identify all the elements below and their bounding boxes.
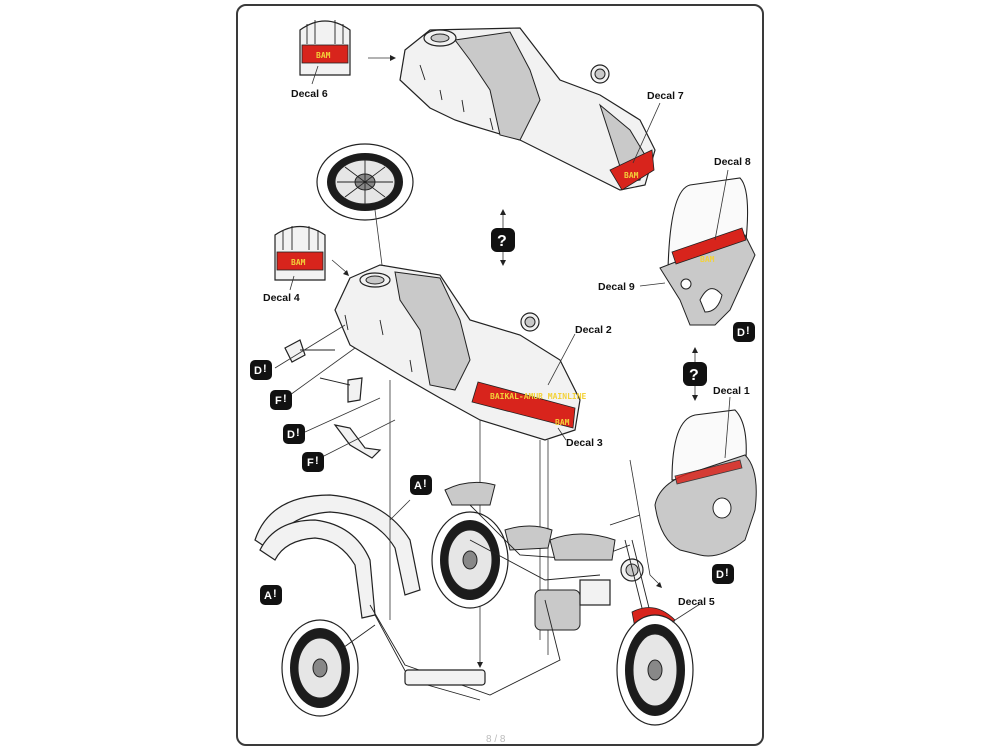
label-decal-2: Decal 2	[575, 324, 612, 336]
option-marker-lower: ?	[683, 347, 707, 401]
decal-2-strip-text: BAIKAL-AMUR MAINLINE	[490, 392, 587, 401]
mount-parts	[284, 339, 382, 459]
badge-a-fender-upper: A !	[410, 475, 432, 495]
sidecar-body-middle: BAM BAIKAL-AMUR MAINLINE	[334, 264, 587, 441]
badge-f-step-1: F !	[270, 390, 292, 410]
label-decal-3: Decal 3	[566, 437, 603, 449]
svg-text:F: F	[307, 457, 314, 469]
label-decal-9: Decal 9	[598, 281, 635, 293]
label-decal-1: Decal 1	[713, 385, 750, 397]
svg-text:!: !	[315, 455, 319, 467]
label-decal-8: Decal 8	[714, 156, 751, 168]
decal-8-bam-text: BAM	[700, 255, 715, 264]
decal-6-bam-text: BAM	[316, 51, 331, 60]
windshield-upper: BAM	[659, 177, 756, 326]
decal-3-bam-text: BAM	[555, 418, 570, 427]
windshield-lower	[654, 409, 757, 557]
label-decal-6: Decal 6	[291, 88, 328, 100]
svg-text:!: !	[725, 567, 729, 579]
badge-d-windshield-lower: D !	[712, 564, 734, 584]
option-marker-lower-text: ?	[689, 367, 699, 384]
spare-wheel	[316, 143, 414, 221]
svg-text:!: !	[296, 427, 300, 439]
svg-text:!: !	[263, 363, 267, 375]
page-number: 8 / 8	[486, 734, 506, 745]
svg-text:D: D	[716, 569, 724, 581]
svg-text:!: !	[423, 478, 427, 490]
label-decal-4: Decal 4	[263, 292, 300, 304]
badge-a-fender-lower: A !	[260, 585, 282, 605]
decal-6-fender-part: BAM	[299, 20, 351, 76]
motorcycle-chassis	[281, 481, 694, 726]
badge-d-windshield-upper: D !	[733, 322, 755, 342]
label-decal-7: Decal 7	[647, 90, 684, 102]
svg-text:!: !	[746, 325, 750, 337]
option-marker-upper-text: ?	[497, 233, 507, 250]
label-decal-5: Decal 5	[678, 596, 715, 608]
svg-text:A: A	[264, 590, 272, 602]
badge-d-step-1: D !	[250, 360, 272, 380]
badge-f-step-2: F !	[302, 452, 324, 472]
svg-text:D: D	[254, 365, 262, 377]
svg-text:!: !	[283, 393, 287, 405]
svg-text:D: D	[287, 429, 295, 441]
decal-4-bam-text: BAM	[291, 258, 306, 267]
option-marker-upper: ?	[491, 209, 515, 266]
sidecar-body-top: BAM	[399, 27, 656, 191]
decal-7-bam-text: BAM	[624, 171, 639, 180]
svg-text:F: F	[275, 395, 282, 407]
svg-text:!: !	[273, 588, 277, 600]
svg-text:D: D	[737, 327, 745, 339]
badge-d-step-2: D !	[283, 424, 305, 444]
decal-4-fender-part: BAM	[274, 225, 326, 281]
svg-text:A: A	[414, 480, 422, 492]
